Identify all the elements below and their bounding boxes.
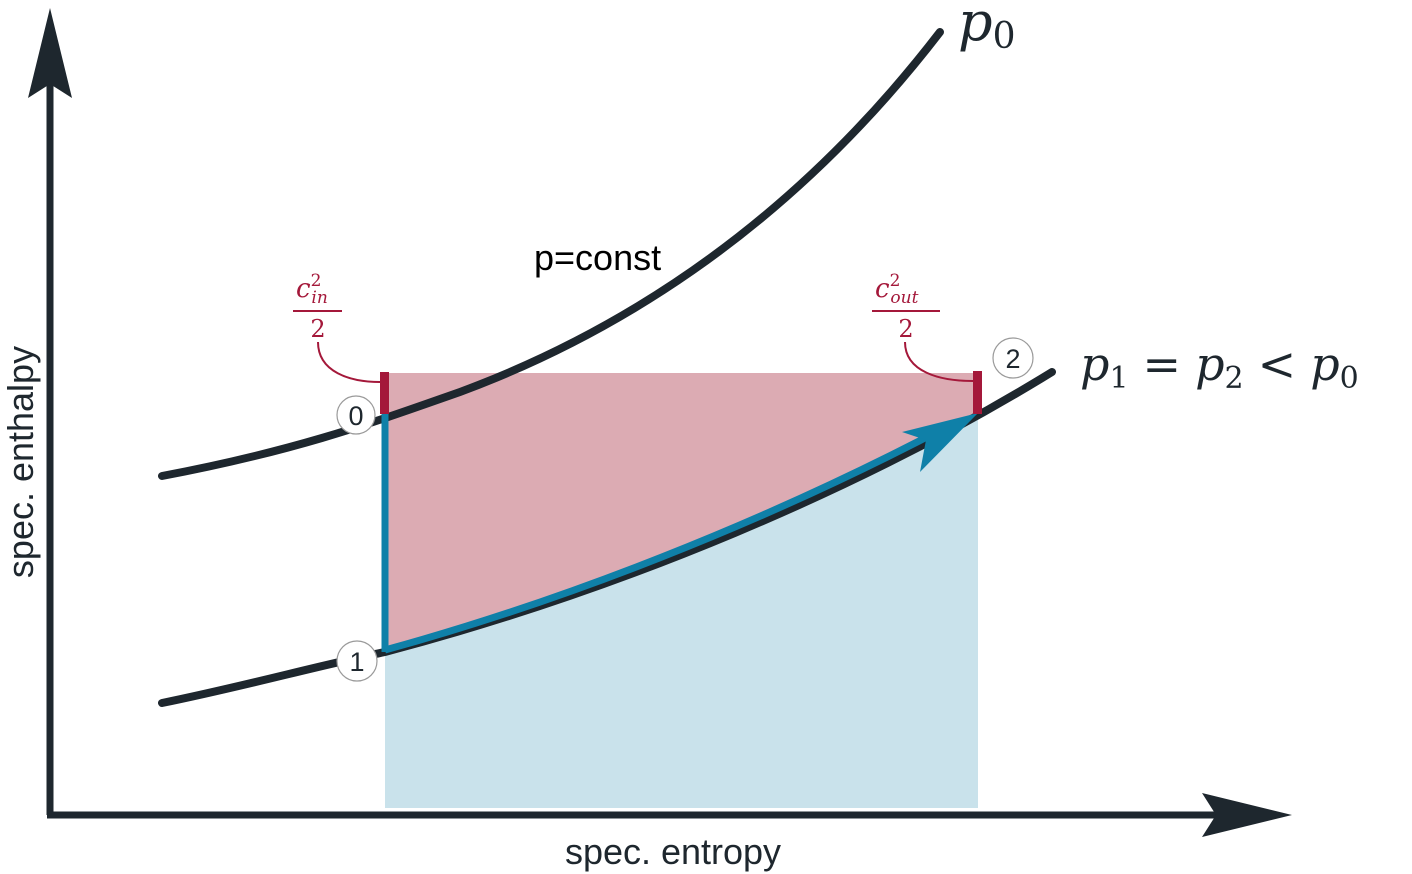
isobar-p0 (158, 28, 944, 480)
x-axis-label: spec. entropy (565, 831, 781, 872)
label-p1-p2-p0: p1=p2<p0 (1080, 337, 1359, 396)
leader-in (317, 341, 381, 383)
svg-text:2: 2 (898, 315, 913, 343)
state-1-marker: 1 (336, 640, 378, 682)
kinetic-bar-in (380, 372, 389, 414)
state-2-label: 2 (1005, 344, 1020, 374)
svg-text:2: 2 (310, 315, 325, 343)
x-axis-arrowhead (1202, 793, 1292, 837)
label-p0: p0 (958, 0, 1015, 57)
state-1-label: 1 (349, 647, 364, 677)
state-2-marker: 2 (992, 337, 1034, 379)
leader-out (904, 341, 974, 382)
process-line-1-to-2 (384, 421, 952, 654)
process-arrowhead (902, 413, 978, 472)
y-axis-label: spec. enthalpy (0, 346, 41, 578)
isobar-annotation: p=const (534, 237, 661, 278)
y-axis-arrowhead (28, 8, 72, 98)
kinetic-bar-out (973, 371, 982, 414)
red-area (385, 373, 978, 650)
state-0-label: 0 (348, 401, 363, 431)
blue-area (385, 413, 978, 808)
state-0-marker: 0 (336, 395, 376, 435)
